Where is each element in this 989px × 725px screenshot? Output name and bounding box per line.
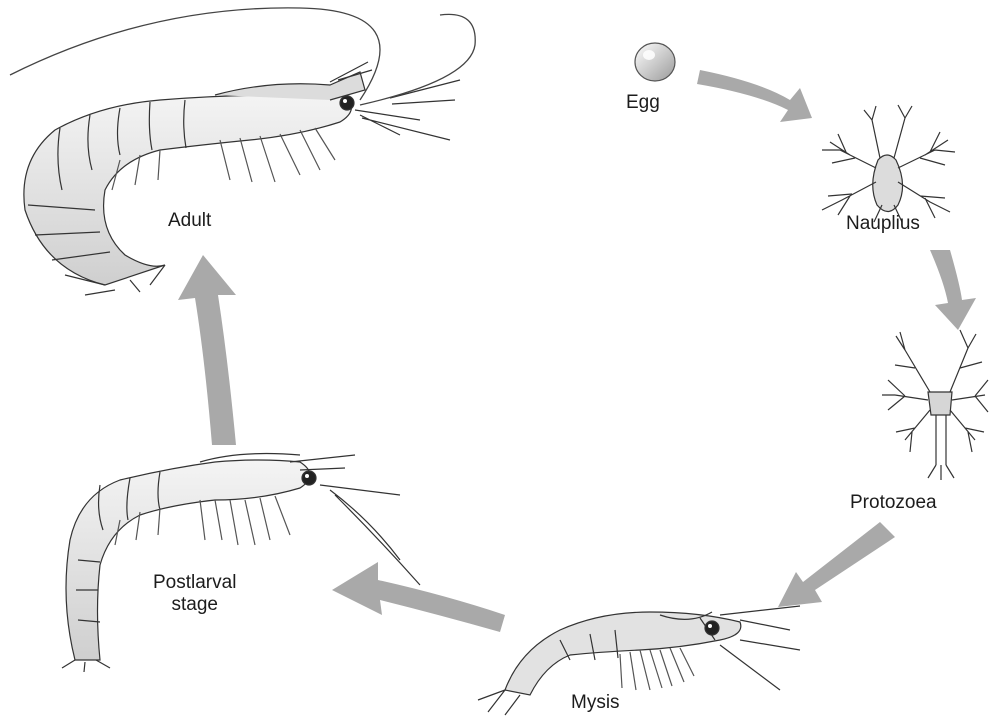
arrow-mysis-to-postlarval bbox=[332, 562, 505, 632]
arrow-protozoea-to-mysis bbox=[778, 522, 895, 607]
postlarval-illustration bbox=[62, 454, 420, 672]
arrow-nauplius-to-protozoea bbox=[930, 250, 976, 330]
egg-illustration bbox=[635, 43, 675, 81]
arrow-egg-to-nauplius bbox=[697, 70, 812, 122]
mysis-label: Mysis bbox=[571, 692, 620, 714]
adult-illustration bbox=[10, 8, 475, 295]
nauplius-label: Nauplius bbox=[846, 213, 920, 235]
nauplius-illustration bbox=[822, 105, 955, 222]
mysis-illustration bbox=[478, 606, 800, 715]
postlarval-label: Postlarval stage bbox=[153, 572, 236, 616]
protozoea-label: Protozoea bbox=[850, 492, 937, 514]
adult-label: Adult bbox=[168, 210, 211, 232]
postlarval-label-line1: Postlarval bbox=[153, 572, 236, 594]
arrow-postlarval-to-adult bbox=[178, 255, 236, 445]
protozoea-illustration bbox=[882, 330, 988, 480]
postlarval-label-line2: stage bbox=[153, 594, 236, 616]
egg-label: Egg bbox=[626, 92, 660, 114]
